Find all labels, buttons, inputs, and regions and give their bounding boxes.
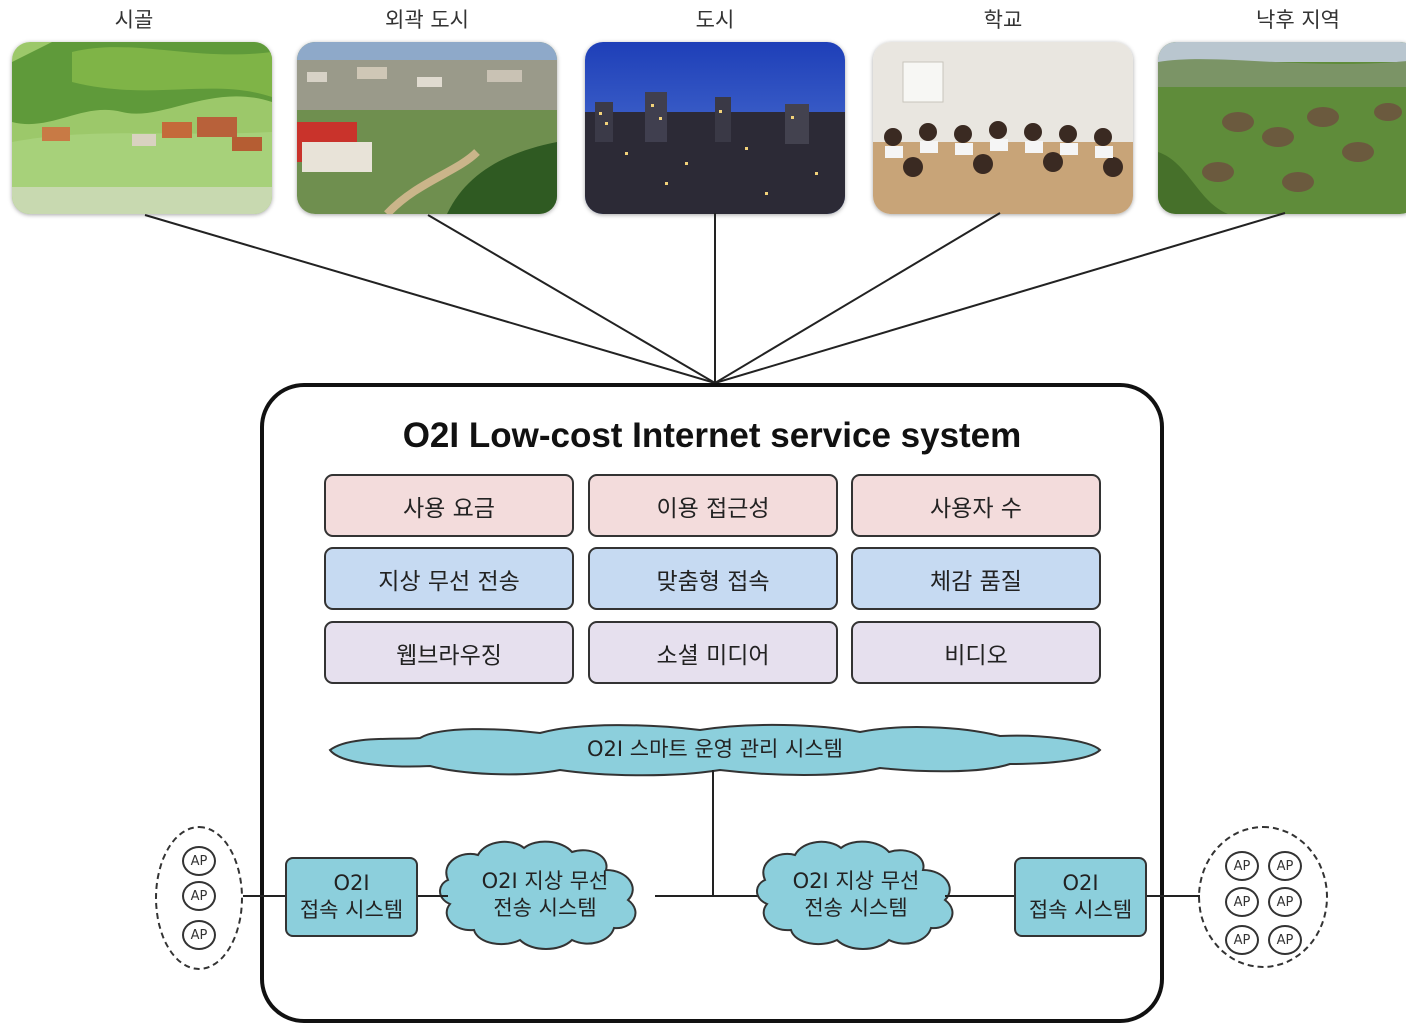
access-point-icon: AP	[1268, 851, 1302, 881]
access-point-icon: AP	[1225, 851, 1259, 881]
right-wireless-cloud-shape	[756, 840, 954, 950]
access-point-icon: AP	[1268, 887, 1302, 917]
underdeveloped-photo	[1158, 42, 1406, 214]
cell-terrestrial-wireless: 지상 무선 전송	[324, 547, 574, 610]
access-point-icon: AP	[1225, 887, 1259, 917]
connection-lines	[144, 212, 1286, 384]
right-access-line1: O2I	[1062, 871, 1099, 895]
place-label-suburb: 외곽 도시	[385, 8, 469, 32]
cell-custom-access: 맞춤형 접속	[588, 547, 838, 610]
place-label-city: 도시	[695, 8, 735, 32]
cell-usage-fee: 사용 요금	[324, 474, 574, 537]
left-access-box	[285, 857, 418, 937]
left-access-line1: O2I	[333, 871, 370, 895]
left-ap-cluster-ring	[155, 826, 243, 970]
system-title: O2I Low-cost Internet service system	[402, 416, 1022, 455]
left-access-line2: 접속 시스템	[299, 898, 404, 922]
rural-photo	[12, 42, 272, 214]
network-diagram	[243, 723, 1200, 950]
cell-accessibility: 이용 접근성	[588, 474, 838, 537]
right-wireless-line2: 전송 시스템	[804, 896, 908, 920]
place-label-underdeveloped: 낙후 지역	[1256, 8, 1340, 32]
left-wireless-cloud-shape	[439, 840, 637, 950]
access-point-icon: AP	[182, 920, 216, 950]
left-wireless-line1: O2I 지상 무선	[481, 869, 609, 893]
right-access-line2: 접속 시스템	[1028, 898, 1133, 922]
left-wireless-label: O2I 지상 무선 전송 시스템	[455, 868, 635, 922]
place-label-school: 학교	[983, 8, 1023, 32]
right-access-box	[1014, 857, 1147, 937]
access-point-icon: AP	[182, 881, 216, 911]
cell-web-browsing: 웹브라우징	[324, 621, 574, 684]
access-point-icon: AP	[182, 846, 216, 876]
right-wireless-label: O2I 지상 무선 전송 시스템	[766, 868, 946, 922]
cell-perceived-quality: 체감 품질	[851, 547, 1101, 610]
access-point-icon: AP	[1225, 925, 1259, 955]
left-wireless-line2: 전송 시스템	[493, 896, 597, 920]
management-cloud-label: O2I 스마트 운영 관리 시스템	[587, 737, 843, 761]
cell-user-count: 사용자 수	[851, 474, 1101, 537]
suburb-photo	[297, 42, 557, 214]
city-photo	[585, 42, 845, 214]
place-label-rural: 시골	[114, 8, 154, 32]
school-photo	[873, 42, 1133, 214]
right-access-label: O2I 접속 시스템	[1015, 870, 1146, 924]
right-wireless-line1: O2I 지상 무선	[792, 869, 920, 893]
right-ap-cluster-ring	[1198, 826, 1328, 968]
access-point-icon: AP	[1268, 925, 1302, 955]
left-access-label: O2I 접속 시스템	[286, 870, 417, 924]
cell-video: 비디오	[851, 621, 1101, 684]
management-cloud-shape	[328, 723, 1102, 777]
cell-social-media: 소셜 미디어	[588, 621, 838, 684]
